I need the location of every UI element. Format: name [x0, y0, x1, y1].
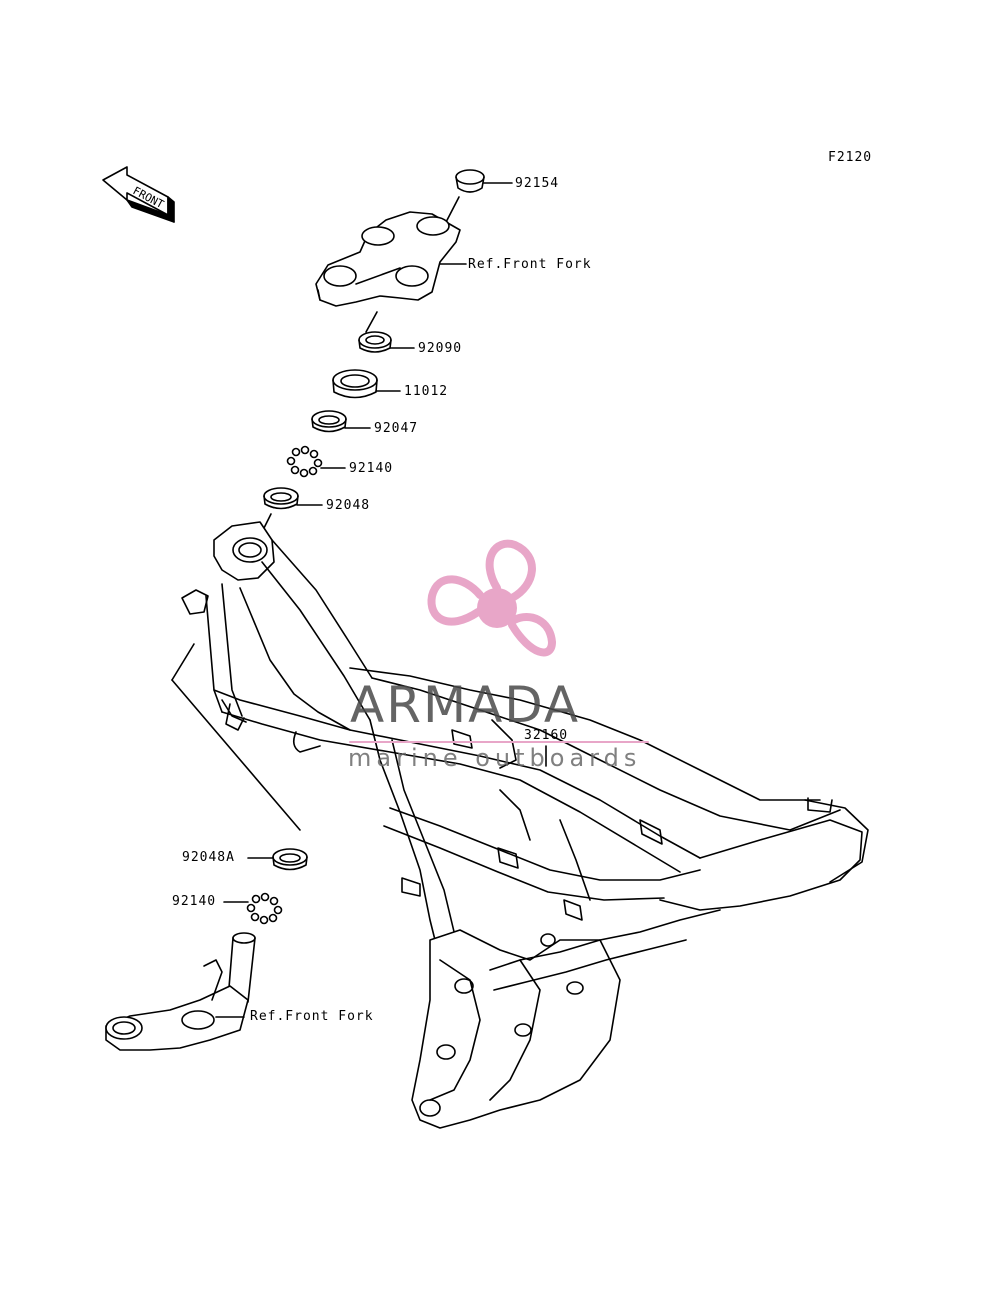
label-ref-front-fork-lower: Ref.Front Fork — [250, 1009, 374, 1024]
part-92154-cap — [443, 169, 513, 227]
armada-logo-icon — [427, 539, 556, 657]
part-92140-balls-lower — [223, 892, 283, 925]
label-92140-lower: 92140 — [172, 894, 217, 909]
label-32160: 32160 — [524, 728, 569, 743]
label-92140-upper: 92140 — [349, 461, 394, 476]
label-11012: 11012 — [404, 384, 449, 399]
frame-32160 — [181, 521, 869, 1129]
leader-lower-bearing — [171, 643, 301, 831]
part-92047-race — [311, 410, 371, 433]
label-92048: 92048 — [326, 498, 371, 513]
part-11012-cap — [332, 369, 401, 399]
part-92140-balls-upper — [286, 445, 346, 478]
label-92048A: 92048A — [182, 850, 235, 865]
label-92154: 92154 — [515, 176, 560, 191]
front-arrow-icon: FRONT — [102, 166, 175, 223]
part-92048-seal — [261, 487, 323, 533]
diagram-code: F2120 — [828, 150, 873, 165]
part-92048A-seal — [247, 848, 308, 871]
watermark-brand: ARMADA — [350, 676, 581, 734]
watermark-tagline: marine outboards — [348, 744, 642, 772]
lower-triple-clamp — [105, 932, 256, 1051]
part-92090-seal — [358, 311, 415, 353]
label-92047: 92047 — [374, 421, 419, 436]
upper-triple-clamp — [315, 211, 467, 307]
label-ref-front-fork-upper: Ref.Front Fork — [468, 257, 592, 272]
label-92090: 92090 — [418, 341, 463, 356]
